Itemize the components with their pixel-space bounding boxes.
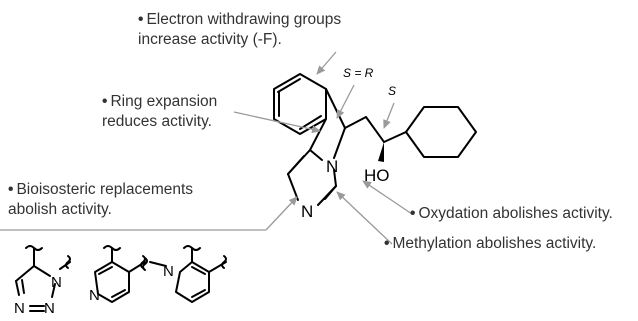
bullet-marker: • [138, 11, 144, 28]
pyridine-fragment-b [142, 245, 227, 303]
wedge-bond [378, 142, 384, 162]
note-electron-withdrawing: •Electron withdrawing groups increase ac… [138, 10, 341, 50]
note-electron-withdrawing-line2: increase activity (-F). [138, 31, 282, 48]
bullet-marker: • [102, 93, 108, 110]
attachment-wavy-6 [221, 255, 227, 269]
arrow-ring-expansion [233, 111, 321, 134]
triazole-n1: N [51, 274, 62, 291]
side-chain [344, 116, 407, 162]
bullet-marker: • [384, 235, 390, 252]
bullet-marker: • [8, 181, 14, 198]
note-ring-expansion-line1: Ring expansion [110, 93, 218, 110]
note-oxydation: •Oxydation abolishes activity. [410, 204, 613, 224]
pyrrole-ring [309, 88, 346, 161]
note-methylation: •Methylation abolishes activity. [384, 234, 596, 254]
note-oxydation-line1: Oxydation abolishes activity. [418, 205, 613, 222]
benzene-ring [273, 73, 327, 135]
note-ring-expansion-line2: reduces activity. [102, 113, 212, 130]
triazole-n3: N [14, 300, 25, 317]
triazole-fragment [15, 245, 71, 312]
pyridine-fragment-a [94, 245, 146, 303]
note-methylation-line1: Methylation abolishes activity. [392, 235, 597, 252]
hydroxyl-label: HO [364, 166, 390, 185]
cyclohexyl-ring [405, 106, 477, 158]
arrow-oxydation [362, 180, 413, 215]
main-molecule: N N HO S = R S [273, 66, 477, 221]
arrow-electron-withdrawing [316, 51, 337, 75]
arrow-stereo-s [383, 102, 395, 129]
imidazole-n-bottom: N [301, 202, 313, 221]
imidazole-n-top: N [326, 157, 338, 176]
pyridine-b-n: N [163, 263, 174, 280]
triazole-n2: N [44, 300, 55, 317]
note-bioisosteric-line2: abolish activity. [8, 201, 112, 218]
imidazole-ring [287, 149, 337, 206]
stereo-label-s-equals-r: S = R [343, 66, 374, 80]
attachment-wavy-2 [65, 255, 71, 269]
arrow-bioisosteric [265, 196, 298, 231]
arrow-methylation [336, 191, 393, 245]
arrow-stereo-s-r [336, 84, 355, 119]
attachment-wavy-7 [142, 257, 148, 271]
note-electron-withdrawing-line1: Electron withdrawing groups [146, 11, 342, 28]
annotation-arrows [233, 51, 413, 245]
note-ring-expansion: •Ring expansion reduces activity. [102, 92, 217, 132]
note-bioisosteric-line1: Bioisosteric replacements [16, 181, 194, 198]
bioisostere-fragments: N N N N [14, 245, 227, 317]
bullet-marker: • [410, 205, 416, 222]
stereo-label-s: S [388, 84, 396, 98]
pyridine-a-n: N [89, 287, 100, 304]
note-bioisosteric: •Bioisosteric replacements abolish activ… [8, 180, 193, 220]
